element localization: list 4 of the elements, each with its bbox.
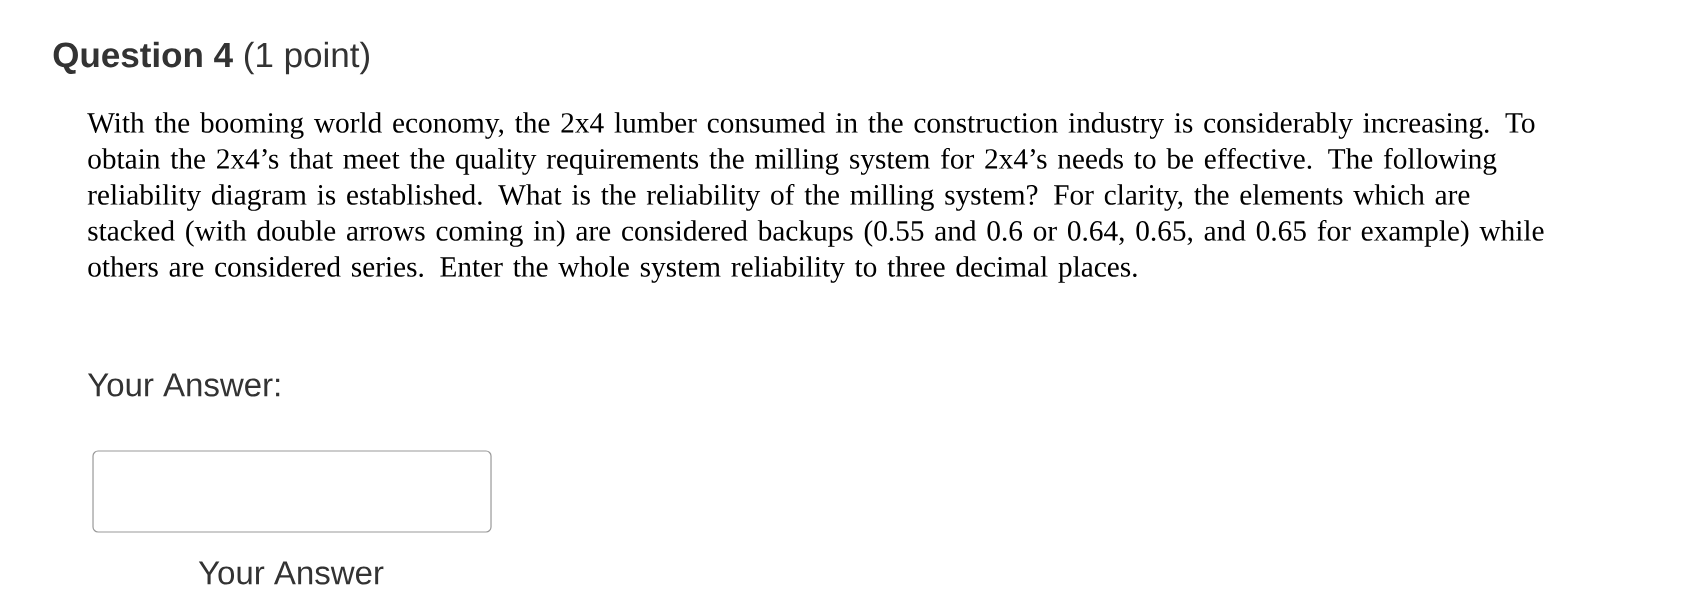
answer-label: Your Answer: [87,373,280,397]
question-heading: Question 4 (1 point) [53,41,369,75]
answer-caption: Your Answer [198,561,384,585]
question-text: With the booming world economy, the 2x4 lumber consumed in the construction industry is considerably increasing. To obtain the 2x4’s that meet the quality requirements the milling system for 2x4’s needs to be effective. The following reliability diagram is established. What is the reliability of the milling system? For clarity, the elements which are stacked (with double arrows coming in) are considered backups (0.55 and 0.6 or 0.64, 0.65, and 0.65 for example) while others are considered series. Enter the whole system reliability to three decimal places. [87,112,1544,283]
